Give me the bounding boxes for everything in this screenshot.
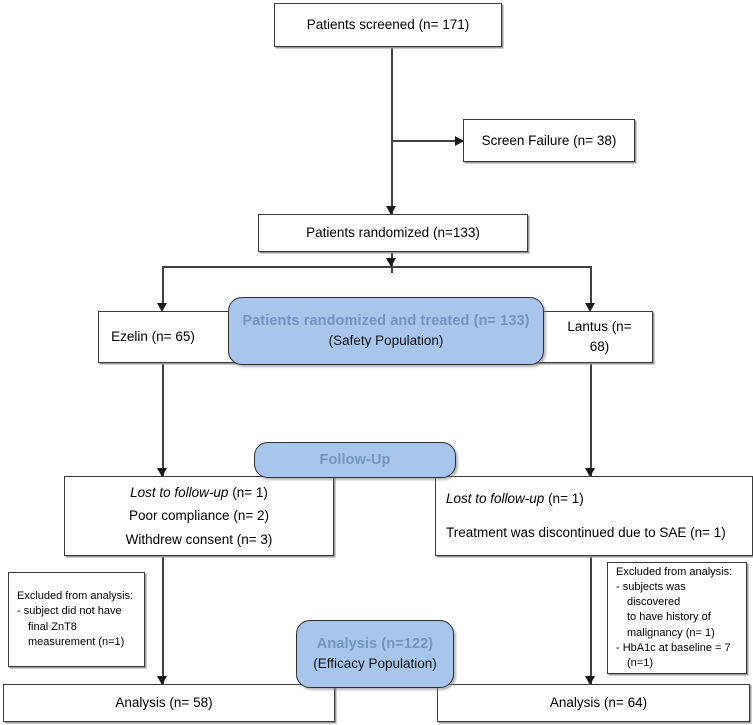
left-excluded-heading: Excluded from analysis: — [17, 590, 134, 603]
right-excluded-item-1: - subjects was discovered — [616, 581, 686, 609]
node-analysis-left[interactable]: Analysis (n= 58) — [3, 684, 335, 722]
arrow-down-ezelin — [157, 303, 167, 312]
node-patients-randomized-label: Patients randomized (n=133) — [306, 225, 480, 241]
left-followup-line-1: Lost to follow-up (n= 1) — [75, 483, 323, 503]
left-followup-line-3: Withdrew consent (n= 3) — [125, 531, 273, 547]
right-excluded-heading: Excluded from analysis: — [616, 565, 733, 578]
connector-split-right — [590, 266, 592, 308]
left-followup-line-1-rest: (n= 1) — [228, 484, 268, 500]
right-followup-line-1-italic: Lost to follow-up — [446, 491, 545, 507]
analysis-pill-subtitle: (Efficacy Population) — [313, 656, 437, 672]
right-followup-line-1: Lost to follow-up (n= 1) — [446, 489, 742, 509]
connector-ezelin-followup — [162, 363, 164, 476]
arrow-down-left-analysis — [157, 676, 167, 685]
arrow-down-to-randomized — [386, 206, 396, 215]
arrow-right-screen-failure — [455, 135, 464, 146]
right-followup-lines: Lost to follow-up (n= 1) Treatment was d… — [436, 485, 752, 546]
node-left-followup-losses[interactable]: Lost to follow-up (n= 1) Poor compliance… — [64, 476, 334, 556]
arrow-down-right-followup — [585, 468, 595, 477]
connector-split-left — [162, 266, 164, 308]
analysis-pill-title: Analysis (n=122) — [316, 636, 434, 653]
connector-left-followup-analysis — [162, 556, 164, 685]
node-right-excluded[interactable]: Excluded from analysis: - subjects was d… — [607, 562, 747, 674]
right-excluded-item-2: - HbA1c at baseline = 7 — [616, 641, 731, 654]
right-followup-line-1-rest: (n= 1) — [544, 491, 584, 507]
left-excluded-lines: Excluded from analysis: - subject did no… — [9, 589, 144, 650]
node-right-followup-losses[interactable]: Lost to follow-up (n= 1) Treatment was d… — [435, 476, 753, 556]
node-patients-screened[interactable]: Patients screened (n= 171) — [274, 3, 502, 47]
follow-up-title: Follow-Up — [319, 451, 391, 468]
left-followup-line-1-italic: Lost to follow-up — [130, 484, 229, 500]
node-ezelin-label: Ezelin (n= 65) — [111, 329, 195, 345]
right-excluded-item-1-cont-1: to have history of — [627, 611, 711, 624]
left-excluded-item-1: - subject did not have — [17, 605, 122, 618]
left-excluded-item-1-cont-2: measurement (n=1) — [28, 635, 125, 648]
node-screen-failure-label: Screen Failure (n= 38) — [481, 132, 617, 148]
node-follow-up-pill[interactable]: Follow-Up — [254, 442, 456, 478]
arrow-down-split — [386, 258, 396, 267]
node-left-excluded[interactable]: Excluded from analysis: - subject did no… — [8, 572, 145, 667]
right-followup-line-2: Treatment was discontinued due to SAE (n… — [446, 525, 726, 540]
node-analysis-left-label: Analysis (n= 58) — [115, 695, 213, 711]
safety-population-title: Patients randomized and treated (n= 133) — [242, 313, 530, 330]
node-patients-randomized[interactable]: Patients randomized (n=133) — [258, 214, 528, 252]
right-excluded-item-2-cont-1: (n=1) — [627, 656, 653, 669]
connector-screened-trunk — [391, 46, 393, 232]
left-excluded-item-1-cont-1: final ZnT8 — [28, 620, 77, 633]
node-patients-screened-label: Patients screened (n= 171) — [306, 17, 470, 33]
node-lantus-label: Lantus (n= 68) — [567, 319, 632, 354]
node-screen-failure[interactable]: Screen Failure (n= 38) — [463, 119, 635, 162]
arrow-down-left-followup — [157, 468, 167, 477]
node-analysis-right[interactable]: Analysis (n= 64) — [437, 684, 750, 722]
left-followup-lines: Lost to follow-up (n= 1) Poor compliance… — [65, 479, 333, 554]
right-excluded-item-1-cont-2: malignancy (n= 1) — [627, 626, 715, 639]
left-followup-line-2: Poor compliance (n= 2) — [129, 508, 269, 524]
arrow-down-lantus — [585, 303, 595, 312]
connector-right-followup-analysis — [590, 556, 592, 685]
node-safety-population-pill[interactable]: Patients randomized and treated (n= 133)… — [228, 297, 544, 365]
node-analysis-efficacy-pill[interactable]: Analysis (n=122) (Efficacy Population) — [296, 620, 454, 688]
node-analysis-right-label: Analysis (n= 64) — [549, 695, 648, 711]
connector-lantus-followup — [590, 363, 592, 476]
arrow-down-right-analysis — [585, 676, 595, 685]
safety-population-subtitle: (Safety Population) — [328, 333, 444, 349]
right-excluded-lines: Excluded from analysis: - subjects was d… — [608, 565, 746, 671]
connector-split-horizontal — [162, 266, 591, 268]
connector-to-screen-failure — [391, 140, 459, 142]
